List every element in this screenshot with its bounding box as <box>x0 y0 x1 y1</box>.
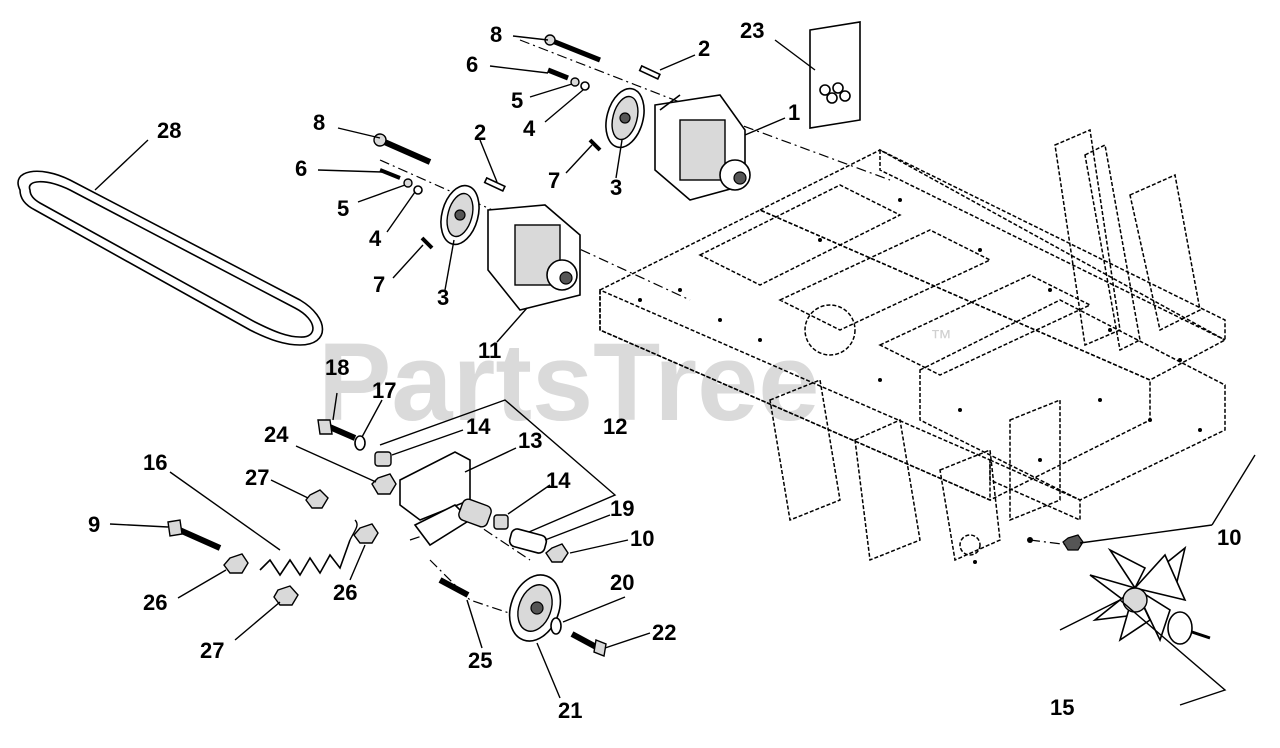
hub-sleeve <box>458 498 492 528</box>
callout-7: 7 <box>548 168 560 193</box>
spacer-19 <box>508 528 548 554</box>
callout-5: 5 <box>337 196 349 221</box>
callout-12: 12 <box>603 414 627 439</box>
watermark-trademark: ™ <box>930 325 952 350</box>
callout-6: 6 <box>466 52 478 77</box>
callout-15: 15 <box>1050 695 1074 720</box>
bracket-bracket-lines <box>379 399 617 536</box>
callout-28: 28 <box>157 118 181 143</box>
callout-4: 4 <box>369 226 382 251</box>
callout-3: 3 <box>610 175 622 200</box>
leader-lines <box>94 35 1256 699</box>
idler-pulley <box>508 574 562 642</box>
washer-20 <box>550 617 562 635</box>
chassis-frame <box>599 128 1226 564</box>
frame-holes <box>638 198 1202 564</box>
callout-numbers: 8 2 23 6 5 4 1 7 3 28 8 2 6 5 4 7 3 11 1… <box>88 18 1241 723</box>
watermark-text: PartsTree <box>318 321 819 444</box>
callout-10: 10 <box>1217 525 1241 550</box>
long-bolt-upper <box>544 34 601 63</box>
bolt-9 <box>167 519 222 551</box>
callout-4: 4 <box>523 116 536 141</box>
key-lower <box>483 176 506 193</box>
set-screw-upper <box>588 138 602 152</box>
callout-5: 5 <box>511 88 523 113</box>
callout-24: 24 <box>264 422 289 447</box>
callout-23: 23 <box>740 18 764 43</box>
bushing-lower <box>493 514 509 530</box>
nut-10-center <box>545 543 569 563</box>
set-screw-lower <box>420 236 434 250</box>
idler-arm <box>399 451 472 547</box>
gearbox-upper <box>654 94 751 201</box>
callout-8: 8 <box>490 22 502 47</box>
long-bolt-lower <box>373 133 432 165</box>
washer-17 <box>354 435 366 451</box>
callout-19: 19 <box>610 496 634 521</box>
callout-13: 13 <box>518 428 542 453</box>
callout-3: 3 <box>437 285 449 310</box>
callout-11: 11 <box>478 338 501 363</box>
callout-14: 14 <box>466 414 491 439</box>
callout-7: 7 <box>373 272 385 297</box>
pulley-lower <box>440 184 480 246</box>
callout-18: 18 <box>325 355 349 380</box>
nut-27-lower <box>273 585 299 606</box>
callout-6: 6 <box>295 156 307 181</box>
callout-10: 10 <box>630 526 654 551</box>
callout-26: 26 <box>333 580 357 605</box>
callout-8: 8 <box>313 110 325 135</box>
callout-21: 21 <box>558 698 582 723</box>
callout-1: 1 <box>788 100 800 125</box>
fan-15 <box>1059 545 1227 706</box>
bolt-18 <box>317 419 357 441</box>
callout-9: 9 <box>88 512 100 537</box>
bolt-25 <box>438 577 470 598</box>
callout-2: 2 <box>698 36 710 61</box>
gearbox-lower <box>487 204 581 311</box>
spring-16 <box>259 519 358 577</box>
callout-25: 25 <box>468 648 492 673</box>
decal <box>809 21 861 129</box>
hardware-lower <box>379 168 423 195</box>
nut-10-right <box>1062 534 1084 551</box>
bolt-22 <box>570 631 607 657</box>
callout-27: 27 <box>245 465 269 490</box>
hardware-upper <box>547 67 590 91</box>
nut-24 <box>371 473 397 495</box>
callout-22: 22 <box>652 620 676 645</box>
callout-17: 17 <box>372 378 396 403</box>
callout-2: 2 <box>474 120 486 145</box>
callout-14: 14 <box>546 468 571 493</box>
key-upper <box>638 64 661 81</box>
nut-26-left <box>223 553 249 574</box>
callout-26: 26 <box>143 590 167 615</box>
nut-26-right <box>353 523 379 544</box>
bushing-upper <box>374 451 392 467</box>
callout-20: 20 <box>610 570 634 595</box>
nut-27-upper <box>305 489 329 509</box>
pulley-upper <box>605 87 645 149</box>
callout-16: 16 <box>143 450 167 475</box>
v-belt <box>17 170 324 346</box>
callout-27: 27 <box>200 638 224 663</box>
